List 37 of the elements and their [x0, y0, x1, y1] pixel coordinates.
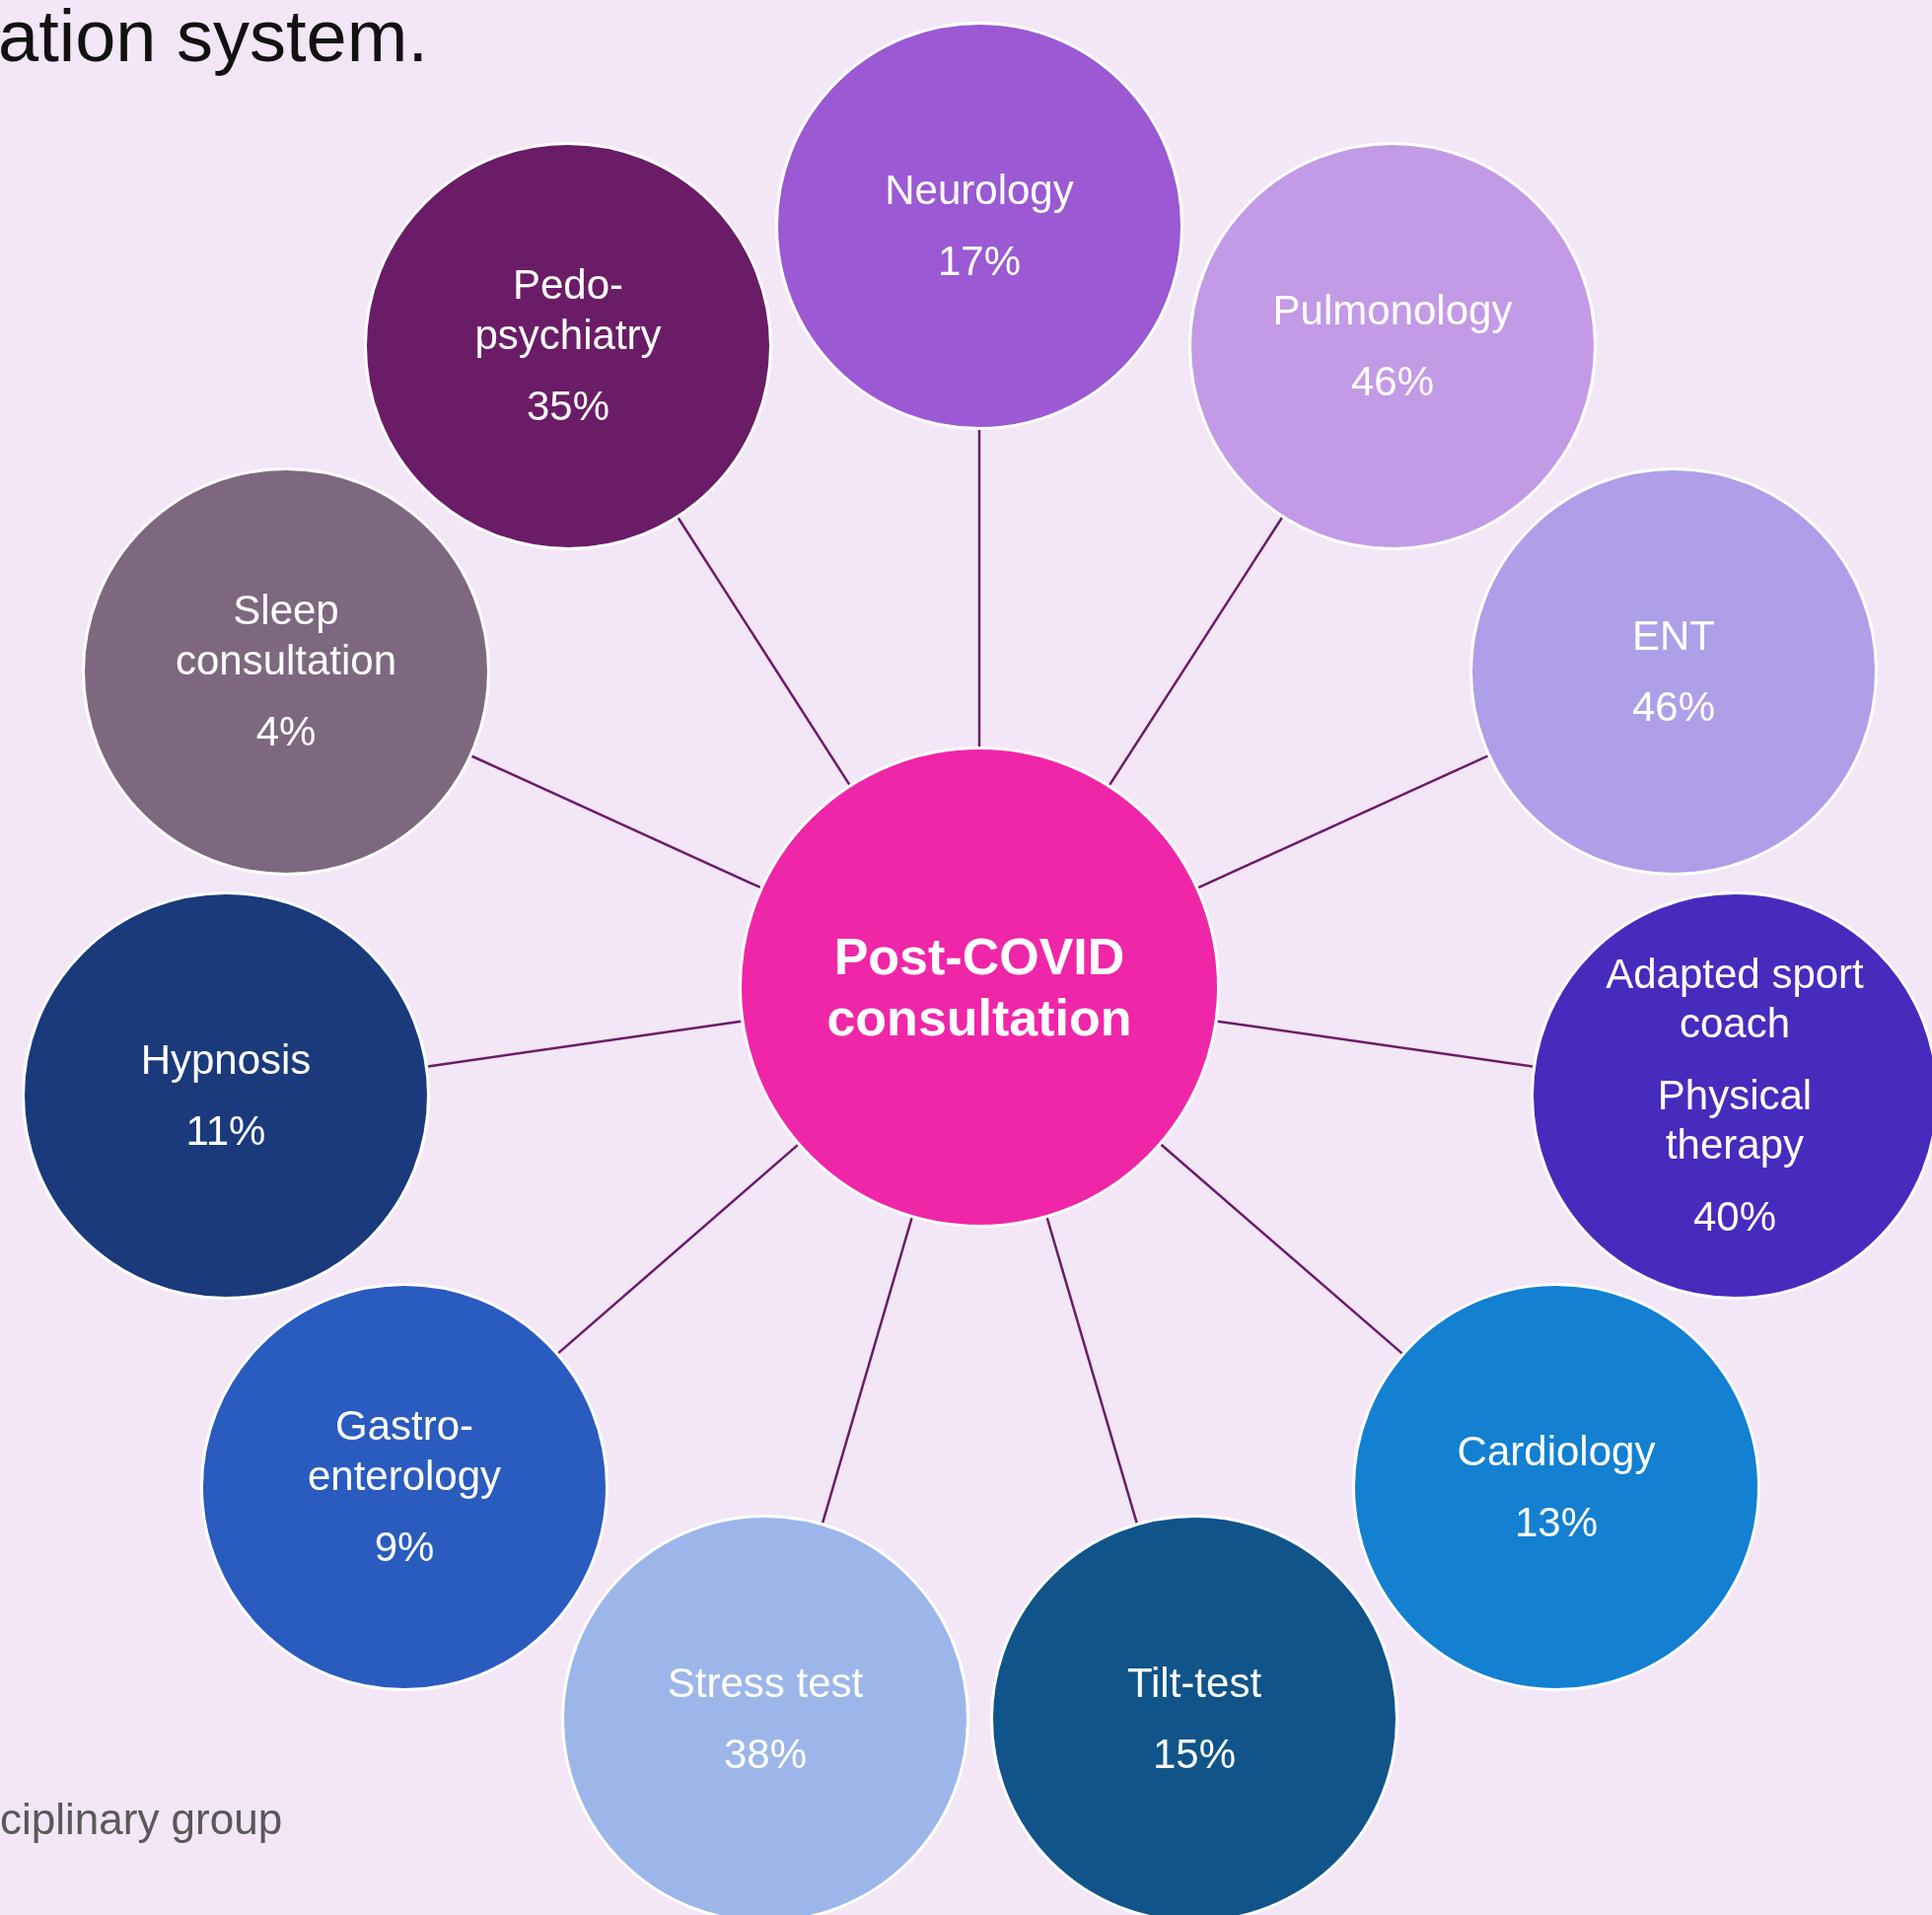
specialty-label: Neurology [885, 165, 1074, 215]
connector-line [1160, 1143, 1403, 1355]
specialty-label: Sleep consultation [174, 586, 398, 685]
caption: ciplinary group [0, 1795, 283, 1844]
specialty-label: Cardiology [1457, 1426, 1656, 1476]
specialty-label: Tilt-test [1126, 1658, 1262, 1708]
specialty-label: Stress test [667, 1658, 864, 1708]
connector-line [427, 1020, 742, 1068]
percentage-label: 46% [1631, 682, 1716, 732]
percentage-label: 15% [1152, 1730, 1237, 1779]
percentage-label: 35% [526, 382, 610, 432]
percentage-label: 17% [937, 237, 1022, 286]
connector-line [470, 754, 761, 889]
percentage-label: 13% [1514, 1498, 1599, 1547]
percentage-label: 4% [255, 707, 317, 757]
specialty-label: Adapted sport coach [1605, 950, 1865, 1049]
connector-line [1197, 754, 1489, 889]
percentage-label: 46% [1350, 357, 1435, 406]
specialty-label: Hypnosis [140, 1034, 312, 1085]
specialty-label: ENT [1632, 610, 1715, 661]
specialty-label: Pulmonology [1272, 285, 1513, 335]
specialty-label: Gastro- enterology [306, 1401, 503, 1501]
percentage-label: 11% [185, 1106, 266, 1156]
connector-line [557, 1144, 799, 1355]
title: ation system. [0, 0, 428, 78]
connector-line [977, 430, 981, 746]
specialty-label: Physical therapy [1656, 1070, 1814, 1170]
connector-line [1045, 1217, 1138, 1524]
percentage-label: 40% [1692, 1191, 1777, 1241]
connector-line [1109, 517, 1283, 786]
hub-label: Post-COVID consultation [825, 926, 1133, 1048]
percentage-label: 9% [374, 1523, 435, 1573]
connector-line [821, 1217, 913, 1524]
specialty-label: Pedo- psychiatry [473, 260, 663, 360]
connector-line [1217, 1020, 1534, 1068]
connector-line [677, 517, 851, 786]
percentage-label: 38% [723, 1730, 808, 1779]
